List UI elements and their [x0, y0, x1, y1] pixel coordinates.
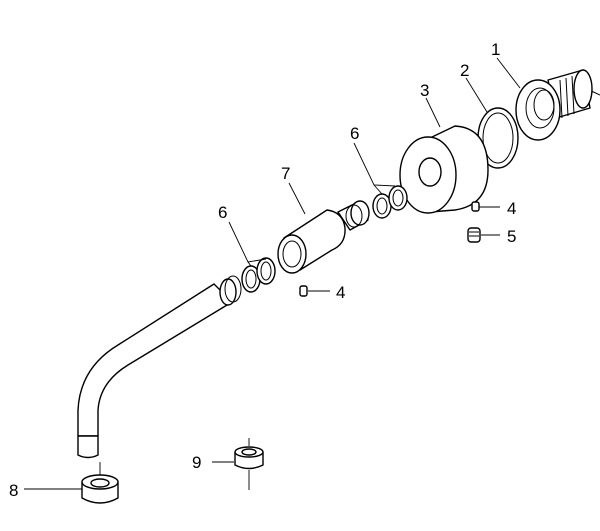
part-3-escutcheon	[399, 125, 489, 214]
callout-1: 1	[491, 40, 500, 59]
callout-5: 5	[507, 227, 516, 246]
part-6-o-rings-lower	[241, 257, 276, 293]
callout-3: 3	[420, 81, 429, 100]
part-7-coupling	[277, 200, 370, 274]
part-5-set-screw	[467, 227, 481, 243]
spout-tube	[77, 275, 242, 459]
callout-4-lower: 4	[336, 283, 345, 302]
callout-9: 9	[192, 453, 201, 472]
part-2-large-o-ring	[477, 107, 519, 169]
callout-2: 2	[460, 61, 469, 80]
part-4-set-screw-upper	[471, 201, 480, 212]
callout-6-upper: 6	[350, 124, 359, 143]
part-8-aerator	[81, 462, 119, 504]
part-1-wall-connector	[515, 69, 600, 141]
callout-6-lower: 6	[218, 203, 227, 222]
callout-7: 7	[281, 164, 290, 183]
part-6-o-rings-upper	[372, 185, 408, 219]
callout-labels: 1 2 3 4 4 5 6 6 7 8 9	[9, 40, 516, 500]
leader-lines	[24, 57, 521, 490]
part-4-set-screw-lower	[299, 285, 308, 297]
part-9-flow-insert	[234, 438, 264, 490]
callout-8: 8	[9, 481, 18, 500]
callout-4-upper: 4	[507, 199, 516, 218]
